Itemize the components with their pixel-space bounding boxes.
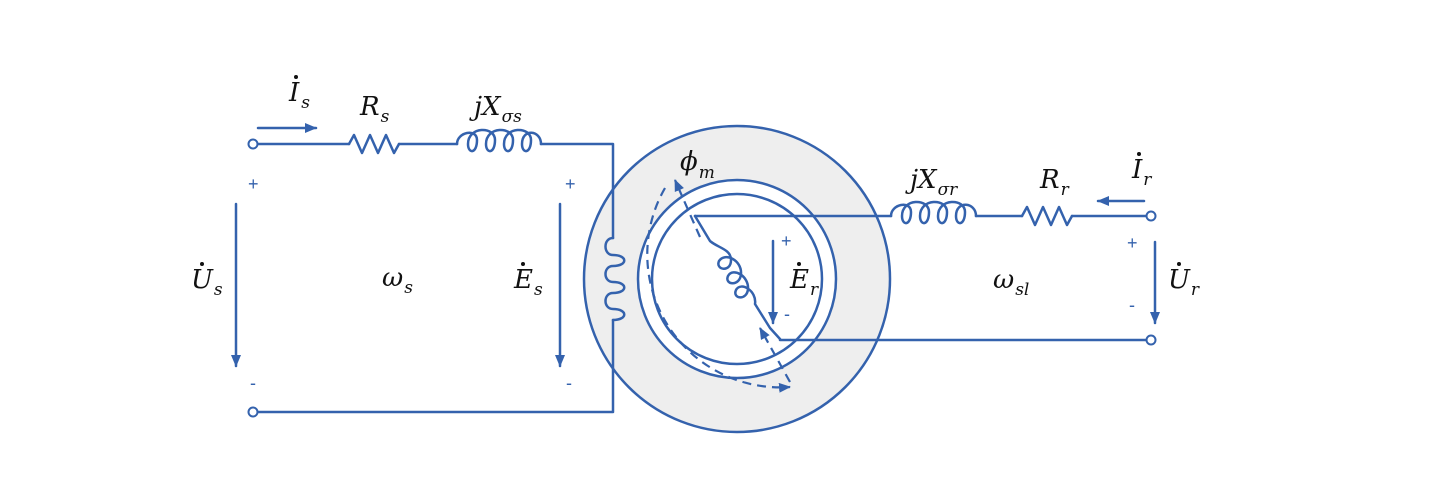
stator-magnetizing-winding [604,236,626,322]
rotor-voltage-plus: + [1127,233,1138,253]
rotor-voltage-minus: - [1129,295,1135,315]
stator-voltage-minus: - [250,373,256,393]
rotor-emf-minus: - [784,304,790,324]
stator-leakage-inductor [455,128,543,153]
stator-current-dot [294,75,298,79]
stator-wire-bottom [256,318,615,414]
rotor-emf-plus: + [781,231,792,251]
rotor-voltage-label: Ur [1168,265,1200,300]
rotor-current-dot [1137,152,1141,156]
stator-emf-plus: + [565,174,576,194]
stator-voltage-dot [200,262,204,266]
rotor-emf-label: Er [789,265,819,300]
stator-voltage-plus: + [248,174,259,194]
rotor-leakage-inductor [889,200,978,225]
flux-path [646,179,791,393]
rotor-winding [693,214,782,341]
stator-emf-dot [521,262,525,266]
flux-label: ϕm [680,147,715,183]
flux-path-upper-segment [673,179,702,238]
flux-path-rotor-line [759,327,791,383]
rotor-terminal-bottom [1145,334,1157,346]
rotor-current-label: Ir [1131,155,1152,190]
rotor-inner-circle [650,192,824,366]
stator-emf-minus: - [566,373,572,393]
rotor-emf-dot [797,262,801,266]
stator-terminal-bottom [247,406,259,418]
rotor-terminal-top [1145,210,1157,222]
stator-frequency-label: ωs [382,263,413,298]
flux-path-stator-arc [646,187,791,393]
stator-reactance-label: jXσs [469,92,522,127]
stator-resistance-label: Rs [359,92,390,127]
stator-voltage-label: Us [191,265,223,300]
stator-terminal-top [247,138,259,150]
rotor-resistance-label: Rr [1039,165,1070,200]
rotor-circuit [693,196,1160,346]
stator-wire-top-right [539,142,615,240]
stator-emf-label: Es [513,265,543,300]
rotor-reactance-label: jXσr [905,165,958,200]
rotor-frequency-label: ωsl [993,265,1029,300]
stator-resistor [347,133,401,155]
rotor-voltage-dot [1177,262,1181,266]
rotor-resistor [1020,205,1074,227]
stator-circuit [231,123,626,418]
